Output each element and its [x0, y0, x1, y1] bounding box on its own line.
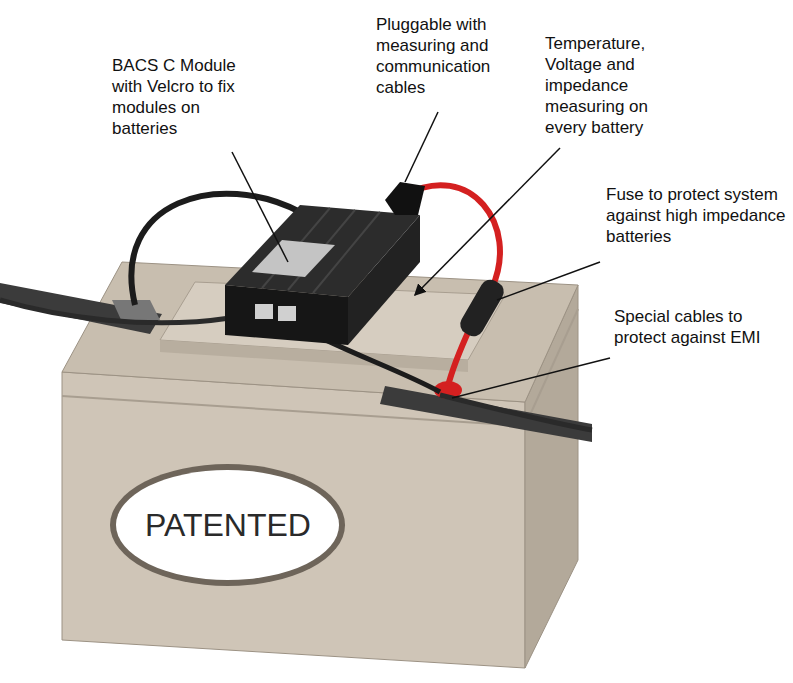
leader-line	[415, 148, 560, 295]
oval-face	[116, 470, 339, 580]
callout-label: Temperature, Voltage and impedance measu…	[545, 33, 665, 138]
comm-cable	[440, 395, 592, 430]
fuse	[457, 276, 508, 340]
callout-label: Special cables to protect against EMI	[614, 306, 784, 348]
callout-label: BACS C Module with Velcro to fix modules…	[112, 55, 262, 139]
oval-badge: PATENTED	[108, 462, 347, 588]
leader-line	[452, 358, 610, 398]
rj-port	[255, 304, 273, 319]
rj-port	[278, 306, 296, 321]
red-cable	[448, 328, 470, 386]
plug-connector	[385, 182, 425, 215]
badge-text: PATENTED	[145, 507, 311, 544]
module-side	[348, 215, 420, 345]
leader-line	[497, 262, 600, 300]
leader-line	[405, 112, 438, 182]
leader-line	[232, 152, 288, 262]
module-sticker	[252, 240, 335, 277]
callout-label: Fuse to protect system against high impe…	[606, 184, 786, 247]
module-front	[225, 285, 348, 345]
comm-cable	[0, 300, 230, 323]
bus-bar	[380, 386, 592, 442]
oval-rim	[110, 464, 345, 586]
callout-label: Pluggable with measuring and communicati…	[376, 14, 506, 98]
lid-platform-side	[160, 340, 468, 372]
